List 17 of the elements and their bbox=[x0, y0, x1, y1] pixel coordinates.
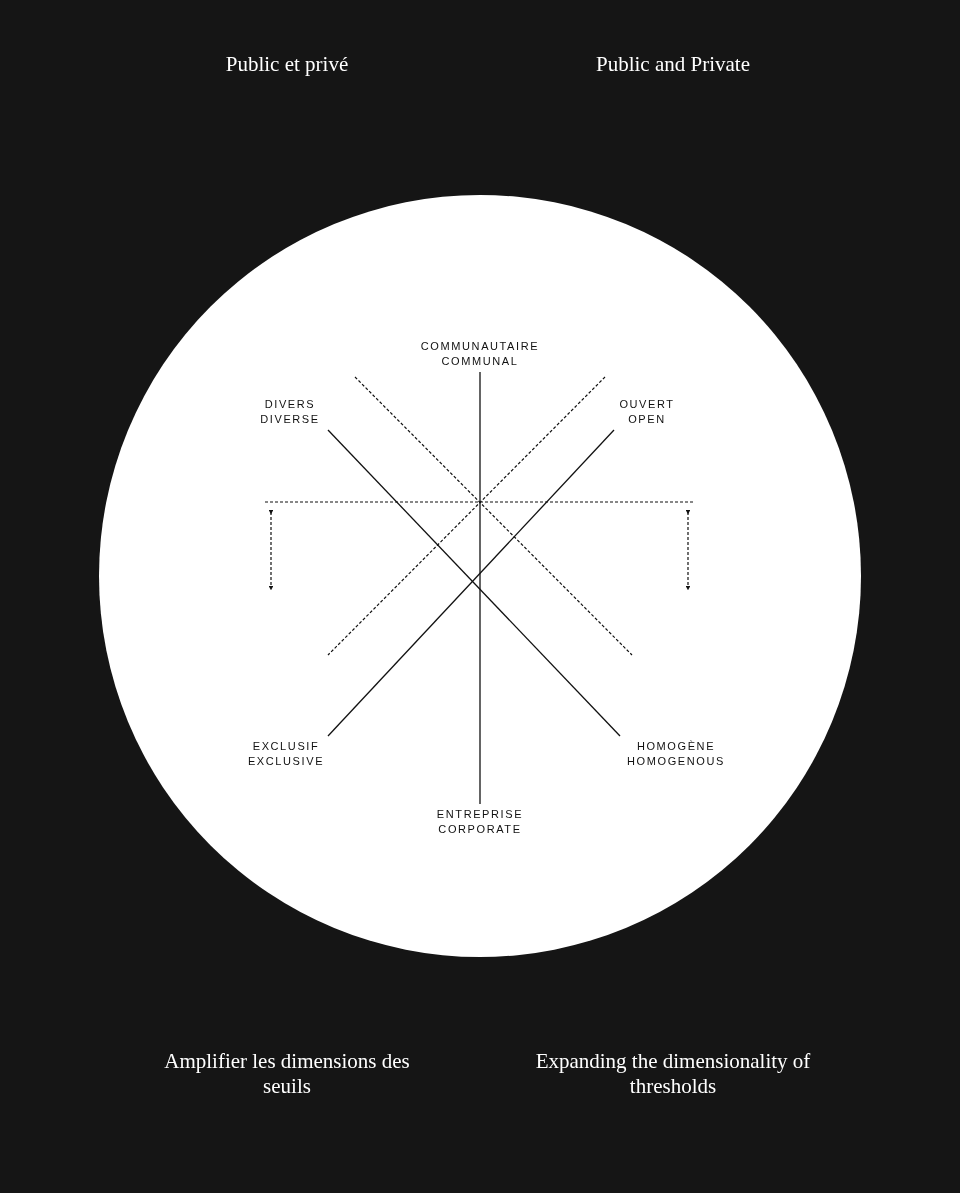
french-axis-label: ENTREPRISE bbox=[436, 807, 524, 822]
english-axis-label: DIVERSE bbox=[260, 412, 320, 427]
english-axis-label: EXCLUSIVE bbox=[247, 754, 325, 769]
english-axis-label: CORPORATE bbox=[438, 822, 522, 837]
french-axis-label: COMMUNAUTAIRE bbox=[420, 339, 540, 354]
english-caption: Expanding the dimensionality of thresholds bbox=[534, 1049, 812, 1099]
french-title: Public et privé bbox=[224, 52, 350, 77]
french-caption: Amplifier les dimensions des seuils bbox=[163, 1049, 411, 1099]
french-axis-label: OUVERT bbox=[619, 397, 675, 412]
axis-line bbox=[479, 371, 481, 805]
english-axis-label: COMMUNAL bbox=[441, 354, 519, 369]
french-axis-label: EXCLUSIF bbox=[252, 739, 320, 754]
english-axis-label: HOMOGENOUS bbox=[627, 754, 725, 769]
english-axis-label: OPEN bbox=[628, 412, 666, 427]
french-axis-label: HOMOGÈNE bbox=[636, 739, 716, 754]
french-axis-label: DIVERS bbox=[264, 397, 316, 412]
english-title: Public and Private bbox=[595, 52, 751, 77]
